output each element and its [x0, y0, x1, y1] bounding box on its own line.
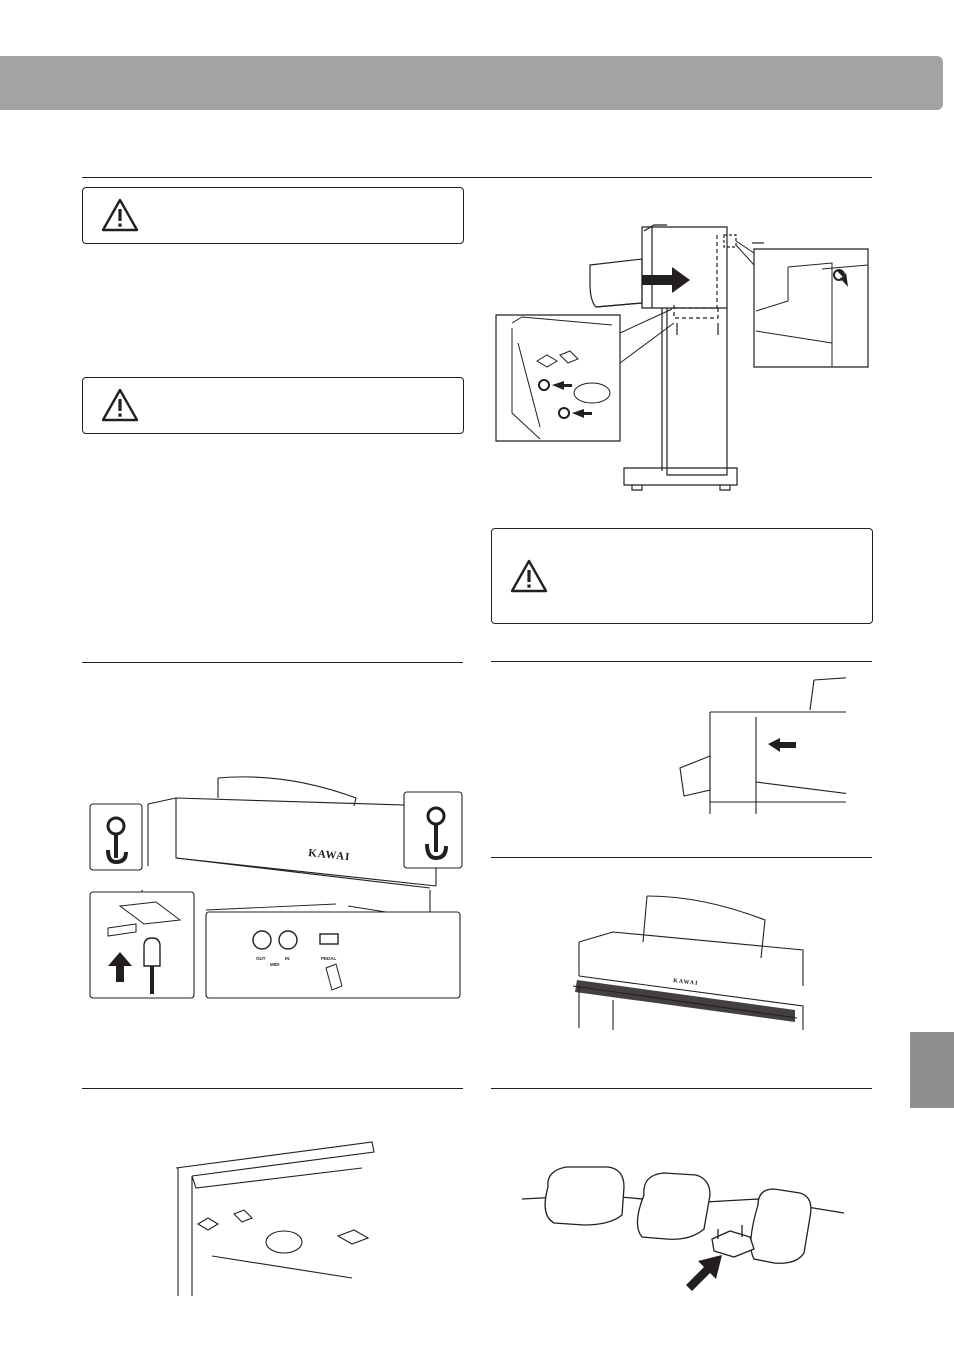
midi-in-label: IN [285, 956, 290, 961]
figure-attach-side-screw [679, 677, 846, 814]
caution-box-1 [82, 187, 464, 244]
rule-right-side-panel [491, 661, 872, 662]
slide-arrow [642, 267, 690, 293]
rule-left-cable-hooks [82, 1088, 463, 1089]
inset-cable-hook-left [89, 803, 143, 871]
figure-finished-piano: KAWAI [572, 895, 804, 1030]
section-header-bar [0, 56, 943, 110]
chapter-side-tab [910, 1032, 954, 1108]
inset-midi-pedal-jacks [205, 911, 461, 999]
inset-left-screws [495, 308, 675, 442]
midi-group-label: MIDI [270, 962, 280, 967]
figure-underside-cable-hooks [175, 1141, 375, 1296]
figure-pedal-adjuster [521, 1166, 845, 1291]
figure-connect-cables: KAWAI OUT IN MIDI PEDAL [89, 776, 463, 999]
caution-box-2 [82, 377, 464, 434]
rule-right-finished [491, 857, 872, 858]
inset-right-screw [735, 240, 869, 368]
figure-mount-main-unit [495, 224, 869, 491]
midi-out-label: OUT [256, 956, 266, 961]
inset-cable-hook-right [403, 791, 463, 869]
brand-logo: KAWAI [308, 847, 351, 863]
adjuster-arrow [686, 1255, 722, 1291]
pedal-label: PEDAL [321, 956, 337, 961]
caution-box-3 [491, 528, 873, 624]
warning-triangle-icon [101, 388, 139, 422]
keyboard-keys [575, 980, 795, 1022]
brand-logo-small: KAWAI [673, 978, 699, 987]
inset-power-cord [89, 891, 195, 999]
warning-triangle-icon [510, 559, 548, 593]
rule-left-connections [82, 662, 463, 663]
warning-triangle-icon [101, 198, 139, 232]
top-rule [82, 177, 872, 178]
rule-right-adjuster [491, 1088, 872, 1089]
